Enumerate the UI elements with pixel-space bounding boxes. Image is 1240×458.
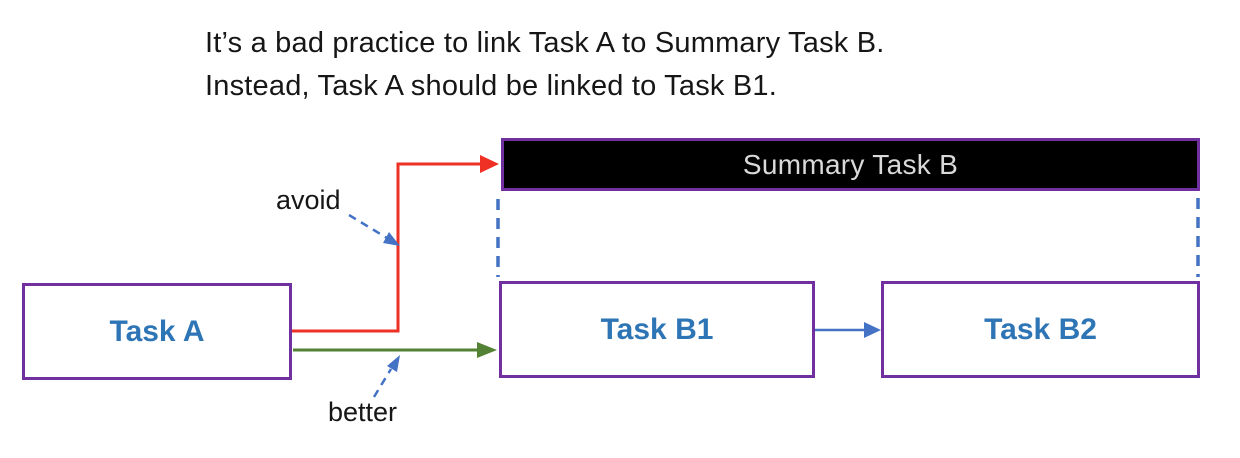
title-line-1: It’s a bad practice to link Task A to Su… bbox=[205, 27, 885, 59]
green-arrowhead-icon bbox=[477, 342, 497, 358]
avoid-annotation-arrow bbox=[348, 213, 400, 246]
summary-task-b-label: Summary Task B bbox=[742, 148, 959, 180]
b1-to-b2-connector bbox=[815, 322, 881, 338]
better-annotation-arrow bbox=[372, 355, 400, 398]
task-b1-label: Task B1 bbox=[600, 312, 714, 346]
task-a-label: Task A bbox=[109, 314, 205, 348]
task-b1-box: Task B1 bbox=[499, 281, 815, 378]
task-b2-box: Task B2 bbox=[881, 281, 1200, 378]
avoid-arrowhead-icon bbox=[383, 232, 400, 246]
green-better-connector bbox=[293, 342, 497, 358]
task-a-box: Task A bbox=[22, 283, 292, 380]
task-b2-label: Task B2 bbox=[984, 312, 1097, 346]
title-text: It’s a bad practice to link Task A to Su… bbox=[205, 22, 885, 108]
better-arrowhead-icon bbox=[387, 355, 400, 372]
blue-arrowhead-icon bbox=[864, 322, 881, 338]
red-arrowhead-icon bbox=[480, 155, 499, 173]
summary-task-b-bar: Summary Task B bbox=[501, 138, 1200, 191]
avoid-annotation-label: avoid bbox=[276, 185, 341, 215]
title-line-2: Instead, Task A should be linked to Task… bbox=[205, 70, 777, 102]
better-annotation-label: better bbox=[328, 397, 398, 427]
red-avoid-connector bbox=[292, 155, 499, 333]
